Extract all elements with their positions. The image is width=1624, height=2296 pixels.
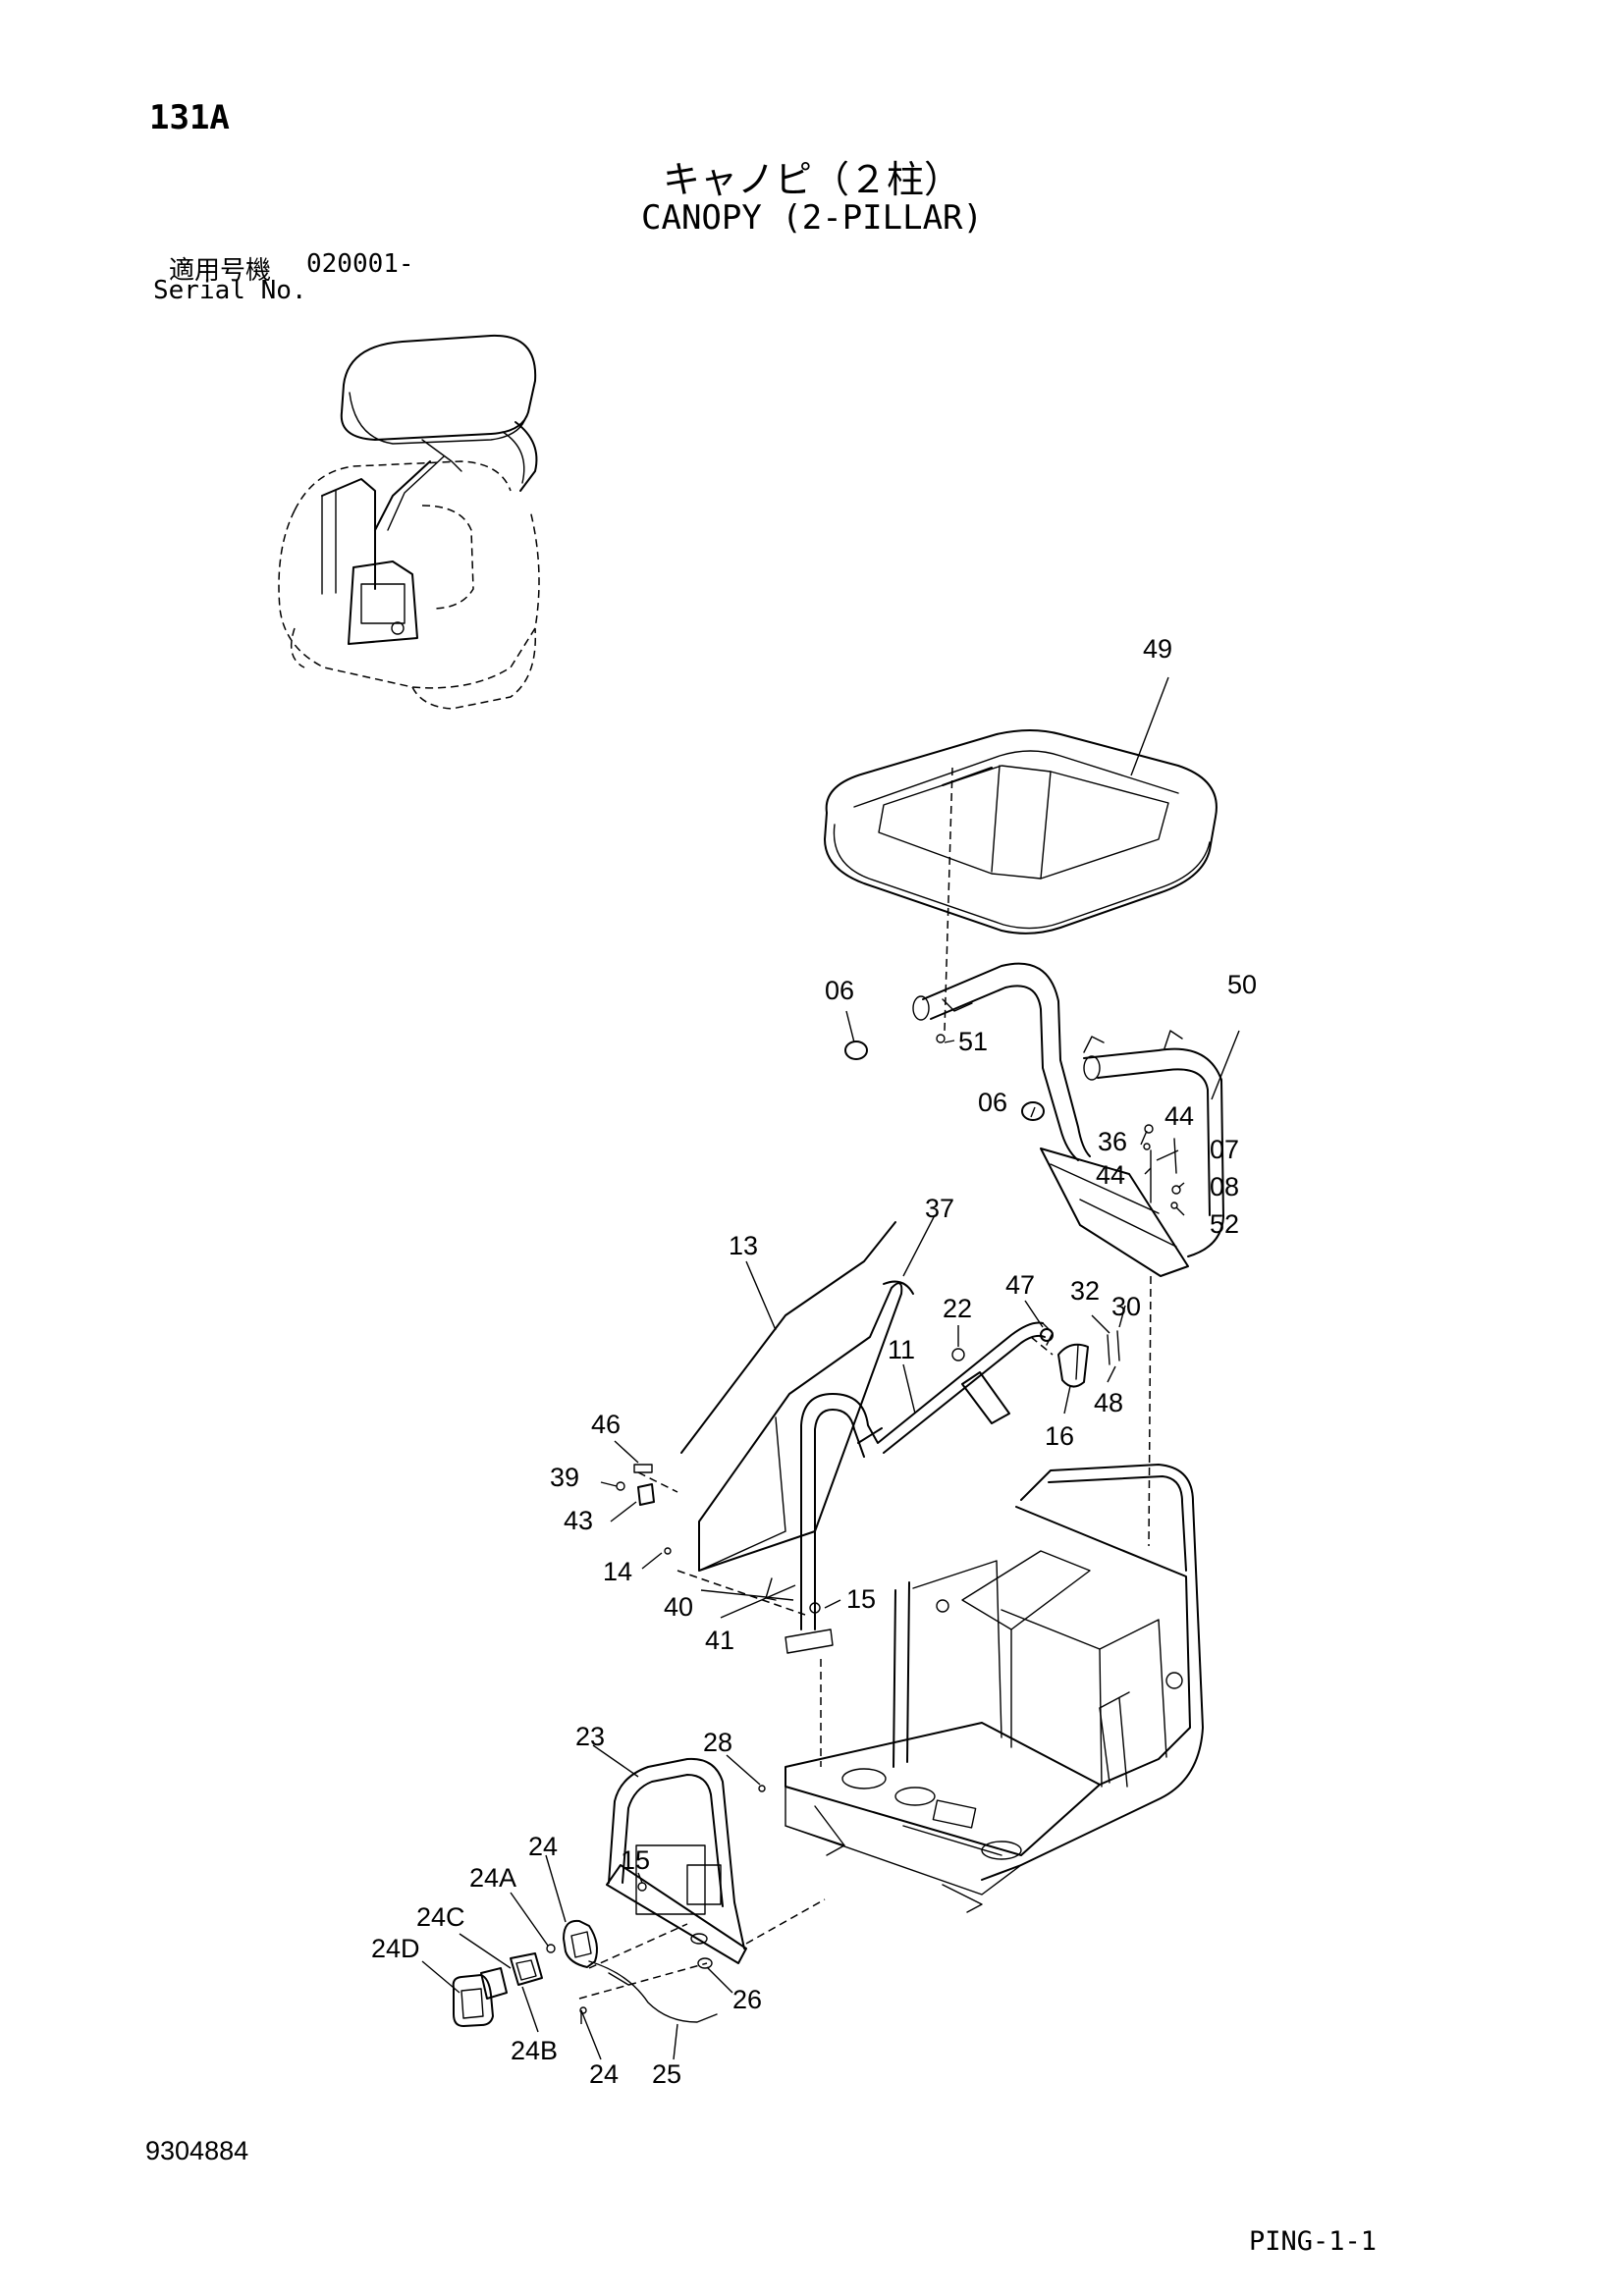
part-label: 51	[958, 1027, 988, 1056]
part-label: 46	[591, 1410, 621, 1439]
part-label: 43	[564, 1506, 593, 1535]
part-49-canopy-roof	[824, 729, 1218, 934]
floor-frame-base	[785, 1464, 1204, 1913]
part-label: 41	[705, 1626, 734, 1655]
part-23-front-guard	[606, 1757, 747, 1964]
part-label: 15	[846, 1584, 876, 1614]
title-english: CANOPY (2-PILLAR)	[641, 198, 983, 238]
part-label: 37	[925, 1194, 954, 1223]
part-11-left-pillar	[785, 1321, 1054, 1654]
serial-number-value: 020001-	[306, 249, 414, 279]
part-label: 22	[943, 1294, 972, 1323]
part-label: 26	[732, 1985, 762, 2014]
part-label: 08	[1210, 1172, 1239, 1201]
part-label: 07	[1210, 1135, 1239, 1164]
part-label: 24	[589, 2059, 619, 2089]
part-13-37-side-cover	[680, 1221, 914, 1572]
part-number-labels: 49 06 51 50 06 44 36 07 44 08 52 13 37 2…	[371, 634, 1257, 2089]
assembly-dashed-lines	[578, 767, 1152, 2000]
part-label: 23	[575, 1722, 605, 1751]
part-label: 47	[1005, 1270, 1035, 1300]
part-label: 36	[1098, 1127, 1127, 1156]
part-label: 25	[652, 2059, 681, 2089]
serial-label-english: Serial No.	[153, 276, 307, 305]
part-label: 30	[1111, 1292, 1141, 1321]
part-label: 06	[825, 976, 854, 1005]
document-number: 9304884	[145, 2136, 249, 2165]
part-label: 24A	[469, 1863, 516, 1893]
page-id: 131A	[149, 98, 230, 137]
part-label: 40	[664, 1592, 693, 1622]
part-label: 24D	[371, 1934, 420, 1963]
part-label: 11	[888, 1335, 915, 1364]
part-label: 48	[1094, 1388, 1123, 1417]
title-japanese: キャノピ（２柱）	[662, 158, 961, 201]
part-label: 24B	[511, 2036, 558, 2065]
part-label: 44	[1096, 1160, 1125, 1190]
part-label: 28	[703, 1728, 732, 1757]
part-label: 13	[729, 1231, 758, 1260]
overview-inset-machine	[278, 334, 540, 710]
part-label: 14	[603, 1557, 632, 1586]
part-label: 49	[1143, 634, 1172, 664]
part-label: 52	[1210, 1209, 1239, 1239]
part-50-right-pillar	[912, 962, 1224, 1277]
part-label: 15	[621, 1845, 650, 1875]
part-label: 24	[528, 1832, 558, 1861]
part-label: 06	[978, 1088, 1007, 1117]
serial-label-japanese: 適用号機	[169, 256, 272, 286]
part-label: 39	[550, 1463, 579, 1492]
sheet-id: PING-1-1	[1249, 2226, 1378, 2257]
part-label: 16	[1045, 1421, 1074, 1451]
part-label: 32	[1070, 1276, 1100, 1306]
part-label: 50	[1227, 970, 1257, 999]
part-label: 24C	[416, 1902, 465, 1932]
part-24-lamp-assembly	[452, 1919, 718, 2027]
part-label: 44	[1164, 1101, 1194, 1131]
hardware-fasteners	[546, 1034, 1181, 2014]
leader-lines	[421, 676, 1240, 2060]
